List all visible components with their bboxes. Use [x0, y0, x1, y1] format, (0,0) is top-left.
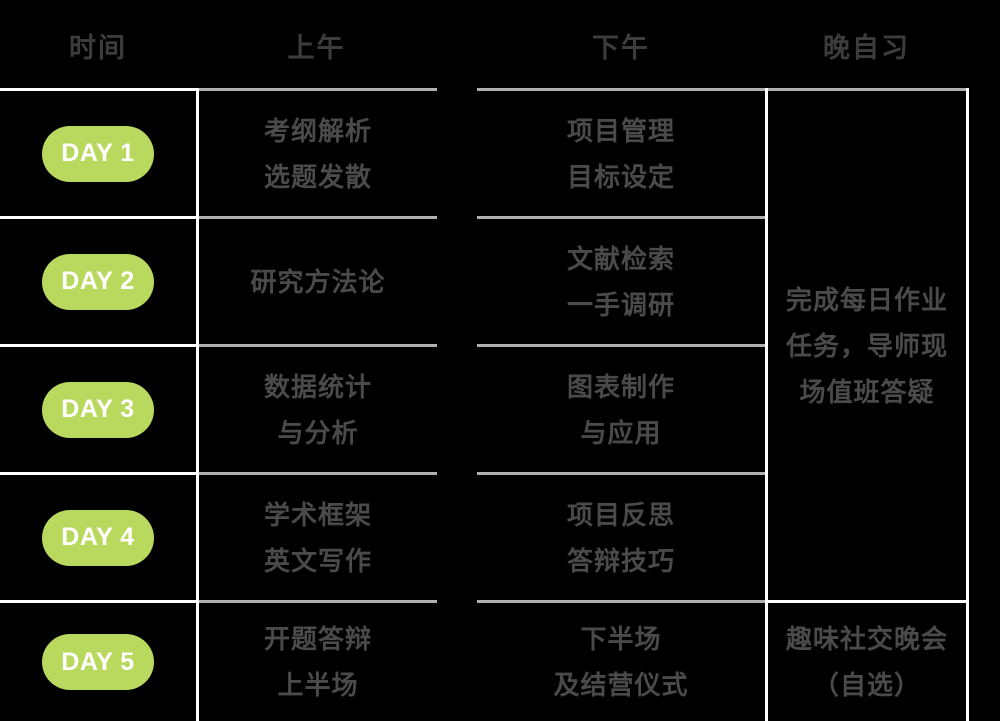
day-cell-4: DAY 4 [0, 475, 196, 600]
day-badge-5[interactable]: DAY 5 [42, 634, 154, 690]
cell-afternoon-day4: 项目反思 答辩技巧 [477, 475, 765, 600]
divider-horizontal-afternoon-r3 [477, 472, 765, 475]
day-cell-5: DAY 5 [0, 603, 196, 721]
divider-horizontal-afternoon-r1 [477, 216, 765, 219]
cell-evening-day5: 趣味社交晚会 （自选） [768, 603, 966, 721]
cell-evening-merged-day1-day4: 完成每日作业 任务，导师现 场值班答疑 [768, 91, 966, 600]
cell-morning-day1: 考纲解析 选题发散 [199, 91, 437, 216]
divider-horizontal-time-r2 [0, 344, 196, 347]
divider-horizontal-morning-r1 [199, 216, 437, 219]
column-header-morning: 上午 [287, 33, 346, 63]
divider-horizontal-morning-r3 [199, 472, 437, 475]
cell-evening-merged-text: 完成每日作业 任务，导师现 场值班答疑 [785, 284, 948, 407]
cell-afternoon-day3: 图表制作 与应用 [477, 347, 765, 472]
day-cell-3: DAY 3 [0, 347, 196, 472]
cell-morning-day3: 数据统计 与分析 [199, 347, 437, 472]
divider-vertical-afternoon-evening [765, 88, 768, 721]
cell-morning-day4: 学术框架 英文写作 [199, 475, 437, 600]
divider-horizontal-evening-top [768, 88, 966, 91]
divider-horizontal-morning-r4 [199, 600, 437, 603]
divider-horizontal-time-top [0, 88, 196, 91]
divider-vertical-right-edge [966, 88, 969, 721]
day-badge-1[interactable]: DAY 1 [42, 125, 154, 182]
cell-morning-day3-text: 数据统计 与分析 [263, 371, 372, 448]
cell-morning-day4-text: 学术框架 英文写作 [263, 499, 372, 576]
divider-horizontal-evening-r4 [768, 600, 966, 603]
cell-afternoon-day1: 项目管理 目标设定 [477, 91, 765, 216]
cell-afternoon-day2: 文献检索 一手调研 [477, 219, 765, 344]
column-header-time: 时间 [69, 33, 127, 63]
divider-horizontal-time-r4 [0, 600, 196, 603]
cell-morning-day1-text: 考纲解析 选题发散 [263, 115, 372, 192]
cell-evening-day5-text: 趣味社交晚会 （自选） [785, 624, 948, 700]
day-badge-4[interactable]: DAY 4 [42, 509, 154, 566]
cell-morning-day2-text: 研究方法论 [250, 266, 386, 297]
cell-morning-day2: 研究方法论 [199, 219, 437, 344]
divider-horizontal-morning-top [199, 88, 437, 91]
cell-afternoon-day5-text: 下半场 及结营仪式 [553, 624, 689, 700]
day-cell-2: DAY 2 [0, 219, 196, 344]
cell-afternoon-day5: 下半场 及结营仪式 [477, 603, 765, 721]
cell-afternoon-day3-text: 图表制作 与应用 [566, 371, 675, 448]
day-cell-1: DAY 1 [0, 91, 196, 216]
column-header-afternoon: 下午 [592, 33, 650, 63]
divider-horizontal-time-r3 [0, 472, 196, 475]
cell-afternoon-day2-text: 文献检索 一手调研 [566, 243, 675, 320]
divider-horizontal-afternoon-r4 [477, 600, 765, 603]
cell-morning-day5: 开题答辩 上半场 [199, 603, 437, 721]
cell-afternoon-day1-text: 项目管理 目标设定 [566, 115, 675, 192]
day-badge-2[interactable]: DAY 2 [42, 253, 154, 310]
divider-horizontal-time-r1 [0, 216, 196, 219]
column-header-evening: 晚自习 [823, 33, 910, 63]
day-badge-3[interactable]: DAY 3 [42, 381, 154, 438]
divider-horizontal-afternoon-r2 [477, 344, 765, 347]
cell-afternoon-day4-text: 项目反思 答辩技巧 [566, 499, 675, 576]
divider-horizontal-afternoon-top [477, 88, 765, 91]
divider-vertical-time-morning [196, 88, 199, 721]
table-header-row: 时间 上午 下午 晚自习 [0, 0, 1000, 90]
cell-morning-day5-text: 开题答辩 上半场 [263, 624, 372, 700]
divider-horizontal-morning-r2 [199, 344, 437, 347]
